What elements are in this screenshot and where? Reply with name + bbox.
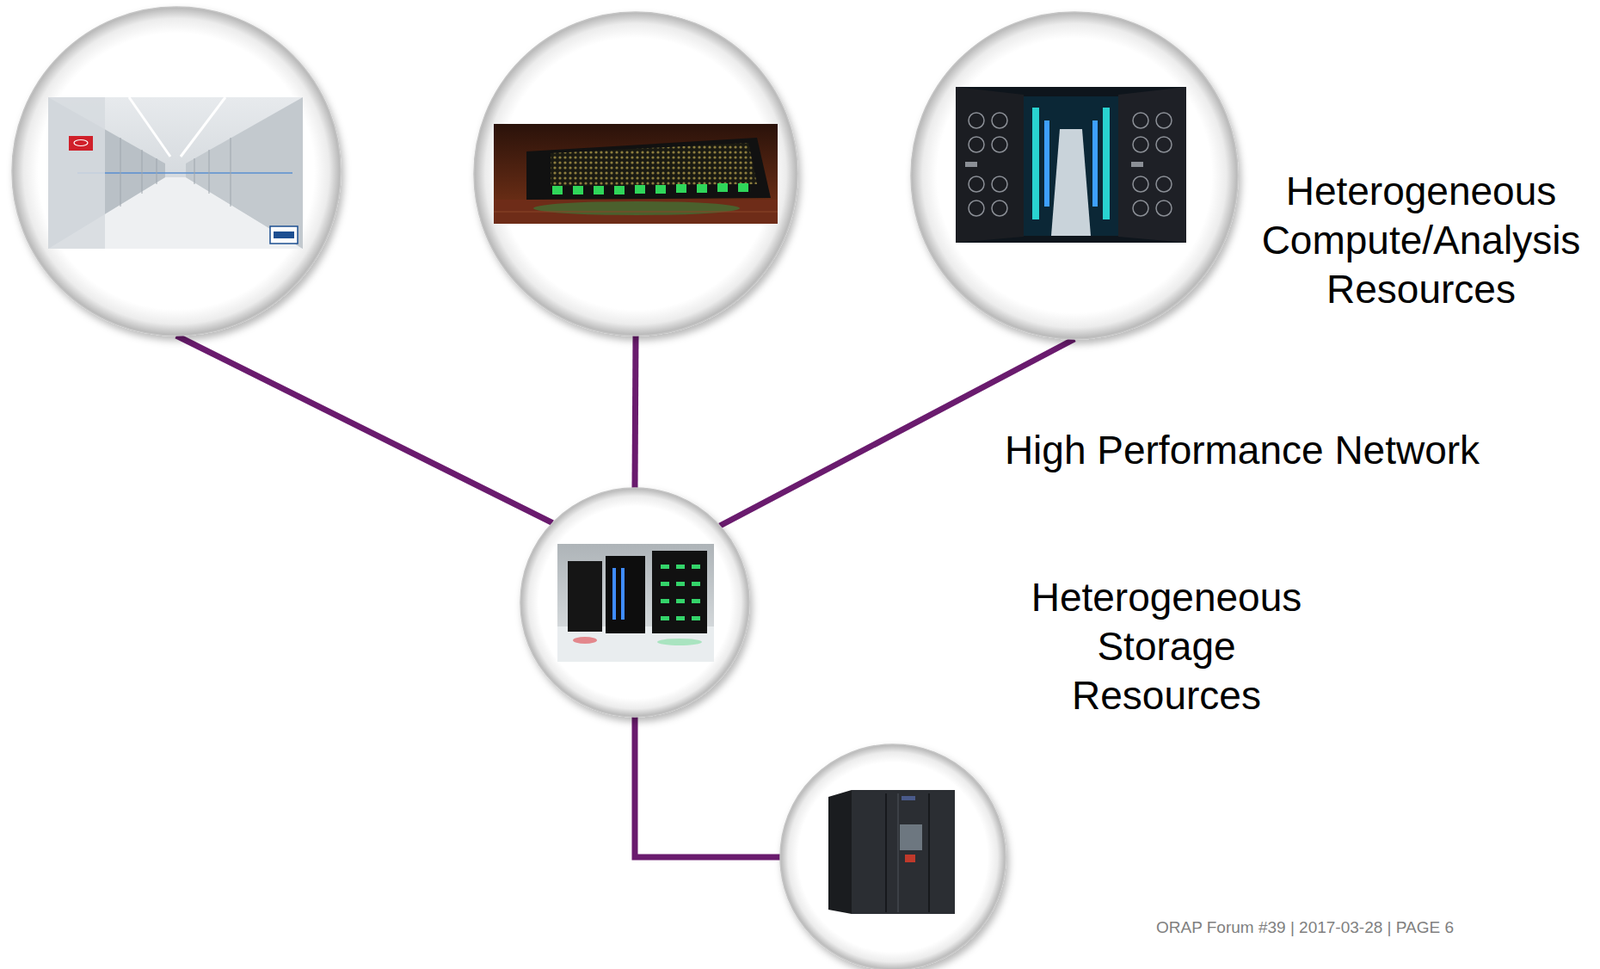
network-link <box>176 335 553 524</box>
group-heading: Heterogeneous Compute/Analysis Resources <box>1249 166 1594 314</box>
circle-shape <box>910 12 1238 339</box>
circle-shape <box>520 487 750 717</box>
group-heading: Heterogeneous Storage Resources <box>1020 572 1313 720</box>
supercomputer-photo <box>493 123 778 224</box>
cluster-aisle-photo <box>955 86 1187 243</box>
footer-text: ORAP Forum #39 | 2017-03-28 | PAGE 6 <box>1156 916 1454 937</box>
circle-shape <box>473 12 798 336</box>
storage-room-photo <box>557 543 714 662</box>
circle-shape <box>12 6 341 336</box>
circle-shape <box>780 744 1006 969</box>
network-label: High Performance Network <box>1004 425 1480 475</box>
datacenter-photo <box>48 97 303 249</box>
network-link <box>634 335 636 488</box>
tape-library-photo <box>828 789 955 914</box>
network-link <box>634 716 781 857</box>
